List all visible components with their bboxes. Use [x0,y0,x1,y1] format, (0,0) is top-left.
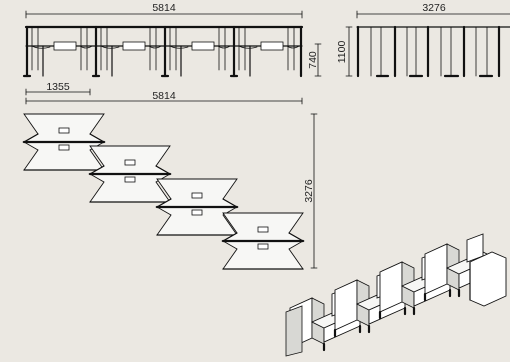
plan-width-label: 5814 [152,90,176,102]
divider-line [89,133,105,143]
divider-line [23,133,39,143]
front-width-label: 5814 [152,2,176,14]
side-elevation: 3276 1100 [336,2,510,78]
drawer-box [58,127,70,134]
isometric-view [285,233,507,357]
curve-line [286,45,300,49]
divider-line [89,165,105,175]
divider-line [288,232,304,242]
front-elevation: 5814 [22,2,304,78]
front-end-panel [285,305,303,357]
curve-line [79,45,93,49]
plan-depth-dimension: 3276 [303,113,318,269]
side-height-label: 1100 [336,41,348,64]
curve-line [169,45,189,49]
drawer-box [260,41,284,51]
drawer-box [53,41,77,51]
front-module [229,25,300,78]
front-module [160,25,231,78]
drawer-box [124,176,136,183]
module-width-dimension: 1355 [25,81,91,96]
plan-pod [22,113,106,171]
plan-pod [88,145,172,203]
curve-line [148,45,162,49]
front-module [22,25,93,78]
drawer-box [191,41,215,51]
curve-line [31,45,51,49]
drawer-box [124,159,136,166]
plan-width-dimension: 5814 [25,90,303,105]
divider-line [155,165,171,175]
divider-line [156,198,172,208]
side-width-label: 3276 [422,2,446,14]
end-panel [469,251,507,307]
drawer-box [257,226,269,233]
module-width-label: 1355 [46,81,70,93]
plan-view [22,113,305,270]
front-height-label: 740 [307,51,319,69]
drawer-box [58,144,70,151]
drawer-box [191,209,203,216]
curve-line [217,45,231,49]
drawer-box [122,41,146,51]
drawer-box [257,243,269,250]
plan-pod [155,178,239,236]
front-height-dimension: 740 [307,43,322,77]
plan-depth-label: 3276 [303,179,315,203]
drawer-box [191,192,203,199]
front-module [91,25,162,78]
divider-line [222,198,238,208]
curve-line [100,45,120,49]
curve-line [238,45,258,49]
plan-pod [221,212,305,270]
divider-line [222,232,238,242]
